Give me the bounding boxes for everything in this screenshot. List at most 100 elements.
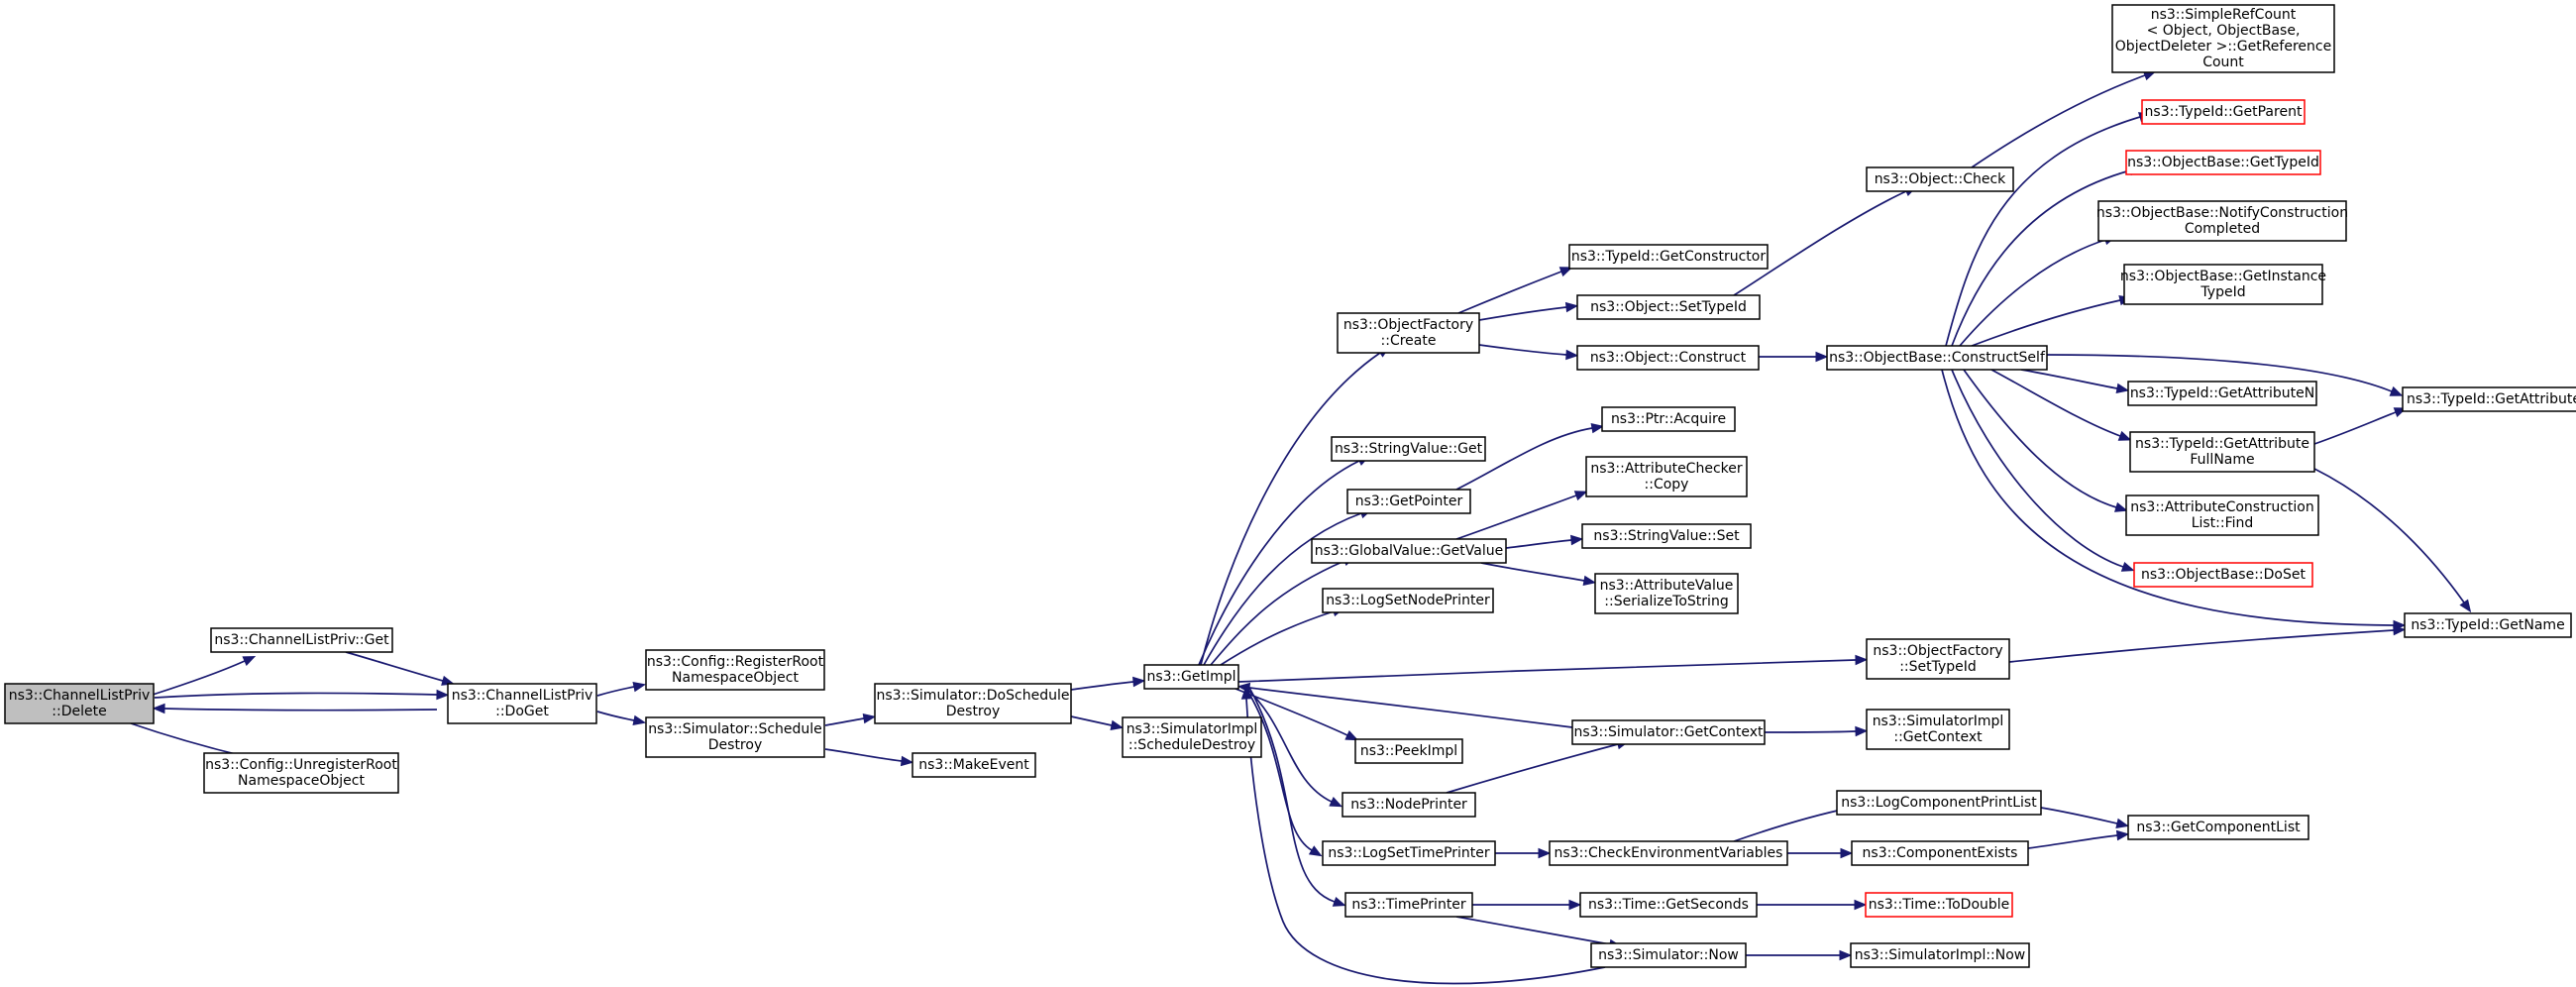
node-box xyxy=(1850,942,2030,968)
node-timetodouble[interactable]: ns3::Time::ToDouble xyxy=(1865,892,2013,918)
edge-checkenv-to-compexists xyxy=(1787,847,1854,859)
node-ofcreate[interactable]: ns3::ObjectFactory::Create xyxy=(1337,312,1480,354)
node-svget[interactable]: ns3::StringValue::Get xyxy=(1331,436,1486,462)
node-box xyxy=(2402,386,2576,412)
edge-line xyxy=(1478,306,1567,321)
node-label: ::Delete xyxy=(52,704,106,719)
edge-arrowhead xyxy=(436,689,450,701)
node-label: ns3::LogComponentPrintList xyxy=(1841,795,2037,811)
edge-line xyxy=(1971,74,2146,168)
edge-line xyxy=(1243,685,1313,851)
node-label: Completed xyxy=(2185,221,2260,237)
node-ptracquire[interactable]: ns3::Ptr::Acquire xyxy=(1601,406,1736,432)
node-box xyxy=(2133,562,2313,588)
node-box xyxy=(1594,573,1739,614)
edge-arrowhead xyxy=(1344,730,1359,741)
node-notify[interactable]: ns3::ObjectBase::NotifyConstructionCompl… xyxy=(2096,200,2348,242)
node-label: ns3::Time::GetSeconds xyxy=(1588,897,1749,913)
node-delete[interactable]: ns3::ChannelListPriv::Delete xyxy=(4,683,155,724)
node-box xyxy=(874,683,1072,724)
node-label: ns3::ComponentExists xyxy=(1863,845,2018,861)
node-getattribute[interactable]: ns3::TypeId::GetAttribute xyxy=(2402,386,2576,412)
node-logcplist[interactable]: ns3::LogComponentPrintList xyxy=(1836,790,2042,816)
node-box xyxy=(447,683,597,724)
node-box xyxy=(2123,264,2323,305)
edge-line xyxy=(596,686,635,697)
node-getattrn[interactable]: ns3::TypeId::GetAttributeN xyxy=(2127,381,2317,406)
node-getcomplist[interactable]: ns3::GetComponentList xyxy=(2127,815,2309,840)
node-logtimeprinter[interactable]: ns3::LogSetTimePrinter xyxy=(1322,840,1496,866)
edge-line xyxy=(824,717,865,726)
node-box xyxy=(1571,719,1766,745)
node-makeevent[interactable]: ns3::MakeEvent xyxy=(912,752,1036,778)
node-nodeprinter[interactable]: ns3::NodePrinter xyxy=(1342,792,1476,818)
node-getpointer[interactable]: ns3::GetPointer xyxy=(1346,489,1471,514)
node-doget[interactable]: ns3::ChannelListPriv::DoGet xyxy=(447,683,597,724)
edge-arrowhead xyxy=(2459,599,2472,613)
node-label: ns3::Ptr::Acquire xyxy=(1611,411,1726,427)
node-label: ns3::ChannelListPriv xyxy=(9,688,151,704)
edge-arrowhead xyxy=(1568,899,1582,911)
edge-ofcreate-to-settypeid xyxy=(1478,301,1579,321)
node-label: ns3::ObjectBase::ConstructSelf xyxy=(1829,350,2046,366)
node-getconstructor[interactable]: ns3::TypeId::GetConstructor xyxy=(1568,244,1769,270)
node-doset[interactable]: ns3::ObjectBase::DoSet xyxy=(2133,562,2313,588)
node-timegetseconds[interactable]: ns3::Time::GetSeconds xyxy=(1579,892,1758,918)
node-simimplgetcontext[interactable]: ns3::SimulatorImpl::GetContext xyxy=(1866,709,2010,750)
node-peekimpl[interactable]: ns3::PeekImpl xyxy=(1354,738,1463,764)
edge-ofsettypeid-to-getname xyxy=(2008,624,2407,663)
node-avserialize[interactable]: ns3::AttributeValue::SerializeToString xyxy=(1594,573,1739,614)
node-gvgetvalue[interactable]: ns3::GlobalValue::GetValue xyxy=(1311,538,1507,564)
node-acopy[interactable]: ns3::AttributeChecker::Copy xyxy=(1585,456,1748,497)
node-getparent[interactable]: ns3::TypeId::GetParent xyxy=(2141,99,2306,125)
node-refcount[interactable]: ns3::SimpleRefCount< Object, ObjectBase,… xyxy=(2111,4,2335,73)
node-getname[interactable]: ns3::TypeId::GetName xyxy=(2404,612,2572,638)
node-settypeid[interactable]: ns3::Object::SetTypeId xyxy=(1576,294,1761,320)
node-unregister[interactable]: ns3::Config::UnregisterRootNamespaceObje… xyxy=(203,752,399,794)
edge-line xyxy=(1200,352,1381,666)
node-construct[interactable]: ns3::Object::Construct xyxy=(1576,345,1760,371)
node-box xyxy=(1322,840,1496,866)
node-simgetcontext[interactable]: ns3::Simulator::GetContext xyxy=(1571,719,1766,745)
edge-ofcreate-to-construct xyxy=(1478,344,1579,361)
node-ofsettypeid[interactable]: ns3::ObjectFactory::SetTypeId xyxy=(1866,638,2010,680)
node-box xyxy=(1576,345,1760,371)
node-svset[interactable]: ns3::StringValue::Set xyxy=(1581,523,1752,549)
node-compexists[interactable]: ns3::ComponentExists xyxy=(1851,840,2029,866)
node-timeprinter[interactable]: ns3::TimePrinter xyxy=(1344,892,1473,918)
node-label: ns3::AttributeConstruction xyxy=(2130,499,2313,515)
node-box xyxy=(1342,792,1476,818)
node-box xyxy=(2125,494,2319,536)
node-box xyxy=(645,716,825,758)
node-simnow[interactable]: ns3::Simulator::Now xyxy=(1590,942,1747,968)
call-edges xyxy=(130,70,2472,985)
node-get[interactable]: ns3::ChannelListPriv::Get xyxy=(210,627,393,653)
node-lognodeprinter[interactable]: ns3::LogSetNodePrinter xyxy=(1322,588,1494,613)
node-label: ::Create xyxy=(1381,333,1437,349)
edge-arrowhead xyxy=(1854,899,1868,911)
edge-arrowhead xyxy=(1815,351,1829,363)
node-checkenv[interactable]: ns3::CheckEnvironmentVariables xyxy=(1549,840,1788,866)
node-simimplnow[interactable]: ns3::SimulatorImpl::Now xyxy=(1850,942,2030,968)
edge-getpointer-to-ptracquire xyxy=(1455,422,1605,491)
node-box xyxy=(1337,312,1480,354)
edge-arrowhead xyxy=(1839,949,1853,961)
node-getimpl[interactable]: ns3::GetImpl xyxy=(1143,664,1239,690)
edge-construct-to-constructself xyxy=(1759,351,1829,363)
edge-arrowhead xyxy=(242,655,257,666)
node-constructself[interactable]: ns3::ObjectBase::ConstructSelf xyxy=(1826,345,2048,371)
node-obgettypeid[interactable]: ns3::ObjectBase::GetTypeId xyxy=(2125,150,2321,175)
node-scheddestroy[interactable]: ns3::Simulator::ScheduleDestroy xyxy=(645,716,825,758)
node-box xyxy=(1311,538,1507,564)
node-objcheck[interactable]: ns3::Object::Check xyxy=(1866,166,2014,192)
node-box xyxy=(2111,4,2335,73)
node-label: ns3::SimpleRefCount xyxy=(2151,7,2297,23)
node-simimplsched[interactable]: ns3::SimulatorImpl::ScheduleDestroy xyxy=(1122,716,1262,758)
node-box xyxy=(1346,489,1471,514)
node-box xyxy=(1143,664,1239,690)
